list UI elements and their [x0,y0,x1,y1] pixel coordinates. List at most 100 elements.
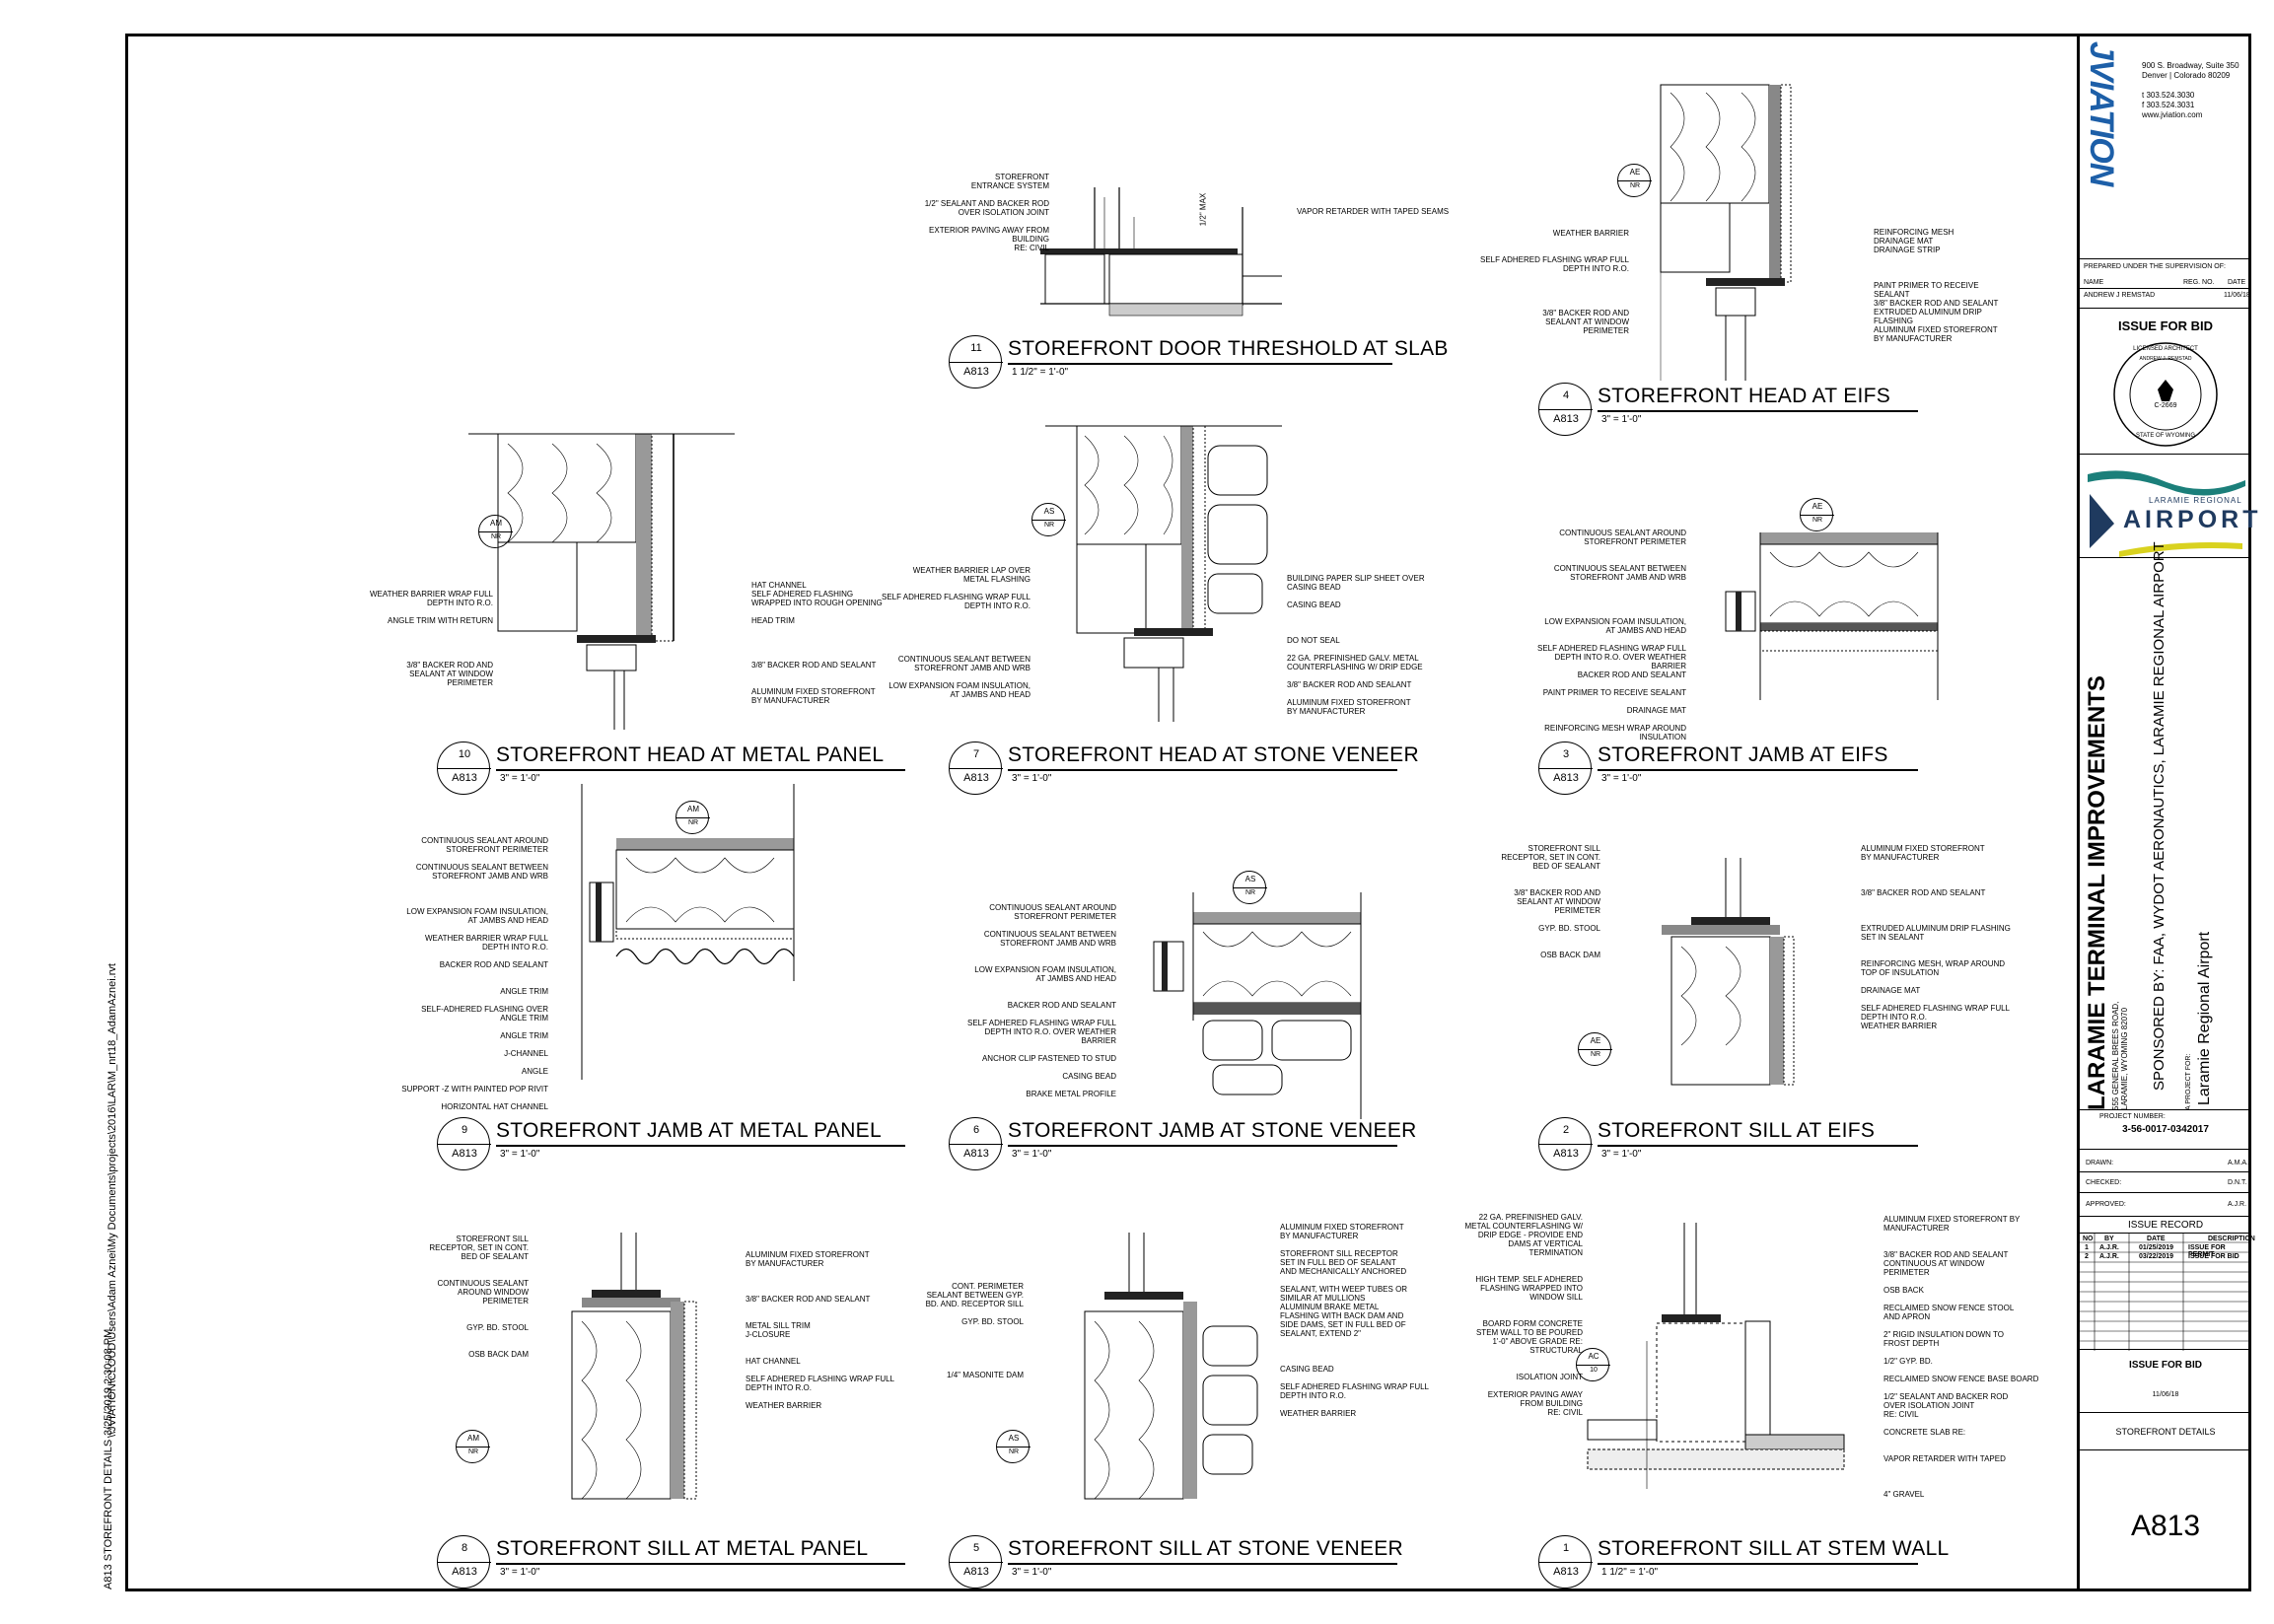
date-header: DATE [2228,279,2246,286]
seal-outer-text: LICENSED ARCHITECT [2133,346,2198,352]
issue-record-title: ISSUE RECORD [2127,1220,2204,1231]
firm-logo: JVIATION [2083,41,2120,248]
seal-number: C-2669 [2154,402,2177,409]
ir-header-by: BY [2104,1236,2114,1242]
issue-for-bid-top: ISSUE FOR BID [2117,318,2214,333]
issue-bottom-date: 11/06/18 [2152,1391,2179,1398]
checked-label: CHECKED: [2086,1179,2122,1186]
project-address-2: LARAMIE, WYOMING 82070 [2120,1007,2129,1110]
detail-1-title: STOREFRONT SILL AT STEM WALL [1598,1537,1950,1560]
sheet-number-section: A813 [2080,1449,2251,1589]
detail-11-dim: 1/2" MAX [1198,192,1208,227]
detail-10-right-notes: HAT CHANNEL SELF ADHERED FLASHING WRAPPE… [751,581,883,705]
prepared-section: PREPARED UNDER THE SUPERVISION OF: NAME … [2080,258,2251,309]
sheet-number: A813 [2130,1510,2201,1542]
issue-for-bid-bottom: ISSUE FOR BID [2129,1360,2202,1371]
airport-logo-mark [2088,470,2245,557]
project-for-label: A PROJECT FOR: [2185,1053,2192,1110]
approved-label: APPROVED: [2086,1201,2126,1208]
detail-1-left-notes: 22 GA. PREFINISHED GALV. METAL COUNTERFL… [1464,1213,1583,1417]
detail-9-drawing [581,784,795,1080]
firm-logo-text: JVIATION [2083,41,2120,186]
project-number-label: PROJECT NUMBER: [2099,1113,2166,1120]
detail-8-drawing [571,1233,697,1500]
project-address-1: 555 GENERAL BREES ROAD, [2111,1001,2120,1110]
drawn-label: DRAWN: [2086,1160,2114,1166]
prepared-label: PREPARED UNDER THE SUPERVISION OF: [2084,263,2226,270]
engineer-date: 11/06/18 [2224,292,2250,299]
detail-11-drawing [1040,187,1282,317]
issue-record-section: ISSUE RECORD NO BY DATE DESCRIPTION 1 A.… [2080,1216,2255,1351]
sheet-title-section: STOREFRONT DETAILS [2080,1412,2251,1450]
detail-11-left-notes: STOREFRONT ENTRANCE SYSTEM 1/2" SEALANT … [924,173,1049,252]
detail-2-right-notes: ALUMINUM FIXED STOREFRONT BY MANUFACTURE… [1861,844,2011,1030]
issue-record-grid [2080,1233,2251,1351]
detail-1-drawing [1587,1223,1845,1489]
detail-2-drawing [1662,858,1795,1086]
detail-5-right-notes: ALUMINUM FIXED STOREFRONT BY MANUFACTURE… [1280,1223,1429,1418]
detail-6-title: STOREFRONT JAMB AT STONE VENEER [1008,1119,1417,1142]
detail-4-right-notes: REINFORCING MESH DRAINAGE MAT DRAINAGE S… [1874,228,1999,343]
detail-9-title: STOREFRONT JAMB AT METAL PANEL [496,1119,882,1142]
name-header: NAME [2084,279,2104,286]
sponsor-text: SPONSORED BY: FAA, WYDOT AERONAUTICS, LA… [2151,541,2167,1091]
detail-4-left-notes: WEATHER BARRIER SELF ADHERED FLASHING WR… [1480,229,1629,335]
detail-2-left-notes: STOREFRONT SILL RECEPTOR, SET IN CONT. B… [1501,844,1600,959]
project-number: 3-56-0017-0342017 [2122,1124,2209,1135]
airport-logo-small: LARAMIE REGIONAL [2149,496,2242,505]
sheet-title: STOREFRONT DETAILS [2115,1427,2216,1437]
detail-7-left-notes: WEATHER BARRIER LAP OVER METAL FLASHING … [882,566,1030,699]
project-number-section: PROJECT NUMBER: 3-56-0017-0342017 [2080,1109,2251,1150]
detail-2-title: STOREFRONT SILL AT EIFS [1598,1119,1876,1142]
detail-6-drawing [1153,892,1362,1119]
approved-value: A.J.R. [2228,1201,2247,1208]
detail-3-drawing [1725,532,1939,700]
detail-3-title: STOREFRONT JAMB AT EIFS [1598,743,1888,766]
engineer-name: ANDREW J REMSTAD [2084,292,2156,299]
detail-9-left-notes: CONTINUOUS SEALANT AROUND STOREFRONT PER… [401,836,548,1111]
detail-8-right-notes: ALUMINUM FIXED STOREFRONT BY MANUFACTURE… [746,1250,894,1410]
detail-7-title: STOREFRONT HEAD AT STONE VENEER [1008,743,1419,766]
client-name: Laramie Regional Airport [2196,931,2213,1105]
drawn-checked-section: DRAWN: A.M.A. CHECKED: D.N.T. APPROVED: … [2080,1149,2251,1217]
drawn-value: A.M.A. [2228,1160,2249,1166]
detail-4-title: STOREFRONT HEAD AT EIFS [1598,385,1891,407]
ir-header-no: NO [2083,1236,2094,1242]
drawing-area: STOREFRONT ENTRANCE SYSTEM 1/2" SEALANT … [369,84,2039,1589]
detail-1-right-notes: ALUMINUM FIXED STOREFRONT BY MANUFACTURE… [1883,1215,2039,1499]
detail-5-drawing [1084,1233,1258,1500]
detail-7-right-notes: BUILDING PAPER SLIP SHEET OVER CASING BE… [1287,574,1425,716]
seal-section: ISSUE FOR BID LICENSED ARCHITECT ANDREW … [2080,308,2251,455]
detail-8-left-notes: STOREFRONT SILL RECEPTOR, SET IN CONT. B… [429,1235,529,1359]
detail-8-title: STOREFRONT SILL AT METAL PANEL [496,1537,869,1560]
detail-11-title: STOREFRONT DOOR THRESHOLD AT SLAB [1008,337,1449,360]
ir-header-description: DESCRIPTION [2208,1236,2255,1242]
reg-header: REG. NO. [2183,279,2215,286]
detail-4-drawing [1660,84,1792,381]
detail-10-left-notes: WEATHER BARRIER WRAP FULL DEPTH INTO R.O… [369,590,493,687]
detail-5-left-notes: CONT. PERIMETER SEALANT BETWEEN GYP. BD.… [925,1282,1024,1379]
detail-10-drawing [468,433,735,730]
title-block [2077,34,2251,1591]
project-title: LARAMIE TERMINAL IMPROVEMENTS [2084,675,2110,1110]
detail-10-title: STOREFRONT HEAD AT METAL PANEL [496,743,885,766]
checked-value: D.N.T. [2228,1179,2247,1186]
detail-11-right-notes: VAPOR RETARDER WITH TAPED SEAMS [1297,207,1450,216]
architect-seal [2113,342,2218,447]
detail-3-left-notes: CONTINUOUS SEALANT AROUND STOREFRONT PER… [1537,529,1686,741]
issue-bottom-section: ISSUE FOR BID 11/06/18 [2080,1349,2251,1413]
firm-address: 900 S. Broadway, Suite 350 Denver | Colo… [2142,61,2239,119]
drawing-sheet [125,34,2251,1591]
seal-name: ANDREW J. REMSTAD [2139,356,2192,362]
airport-logo-big: AIRPORT [2123,506,2262,533]
